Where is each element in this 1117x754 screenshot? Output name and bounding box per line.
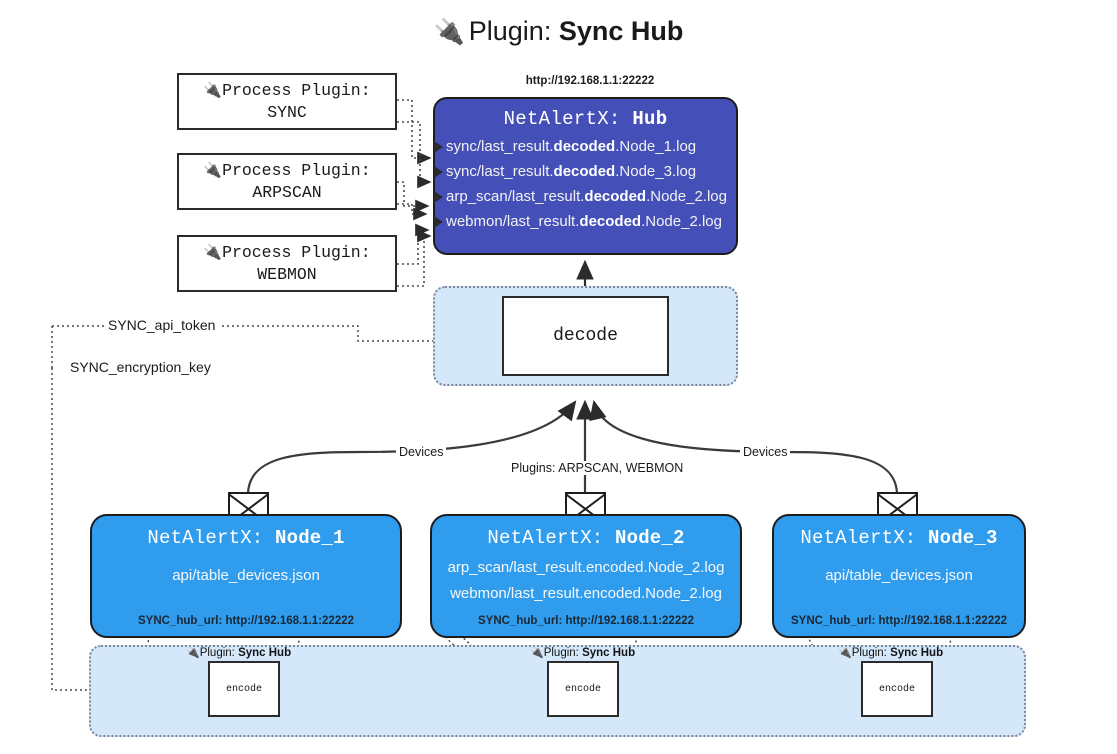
- plug-icon: 🔌: [203, 80, 223, 99]
- plug-icon: 🔌: [433, 18, 465, 46]
- process-plugin-label: Process Plugin:: [222, 160, 371, 180]
- encode-box-node-3[interactable]: encode: [861, 661, 933, 717]
- plug-icon: 🔌: [838, 647, 852, 659]
- node-line: arp_scan/last_result.encoded.Node_2.log: [447, 559, 725, 576]
- encode-box-node-2[interactable]: encode: [547, 661, 619, 717]
- node-footer: SYNC_hub_url: http://192.168.1.1:22222: [477, 615, 695, 627]
- triangle-marker-icon: [434, 166, 443, 178]
- plugin-tag-node-2: 🔌Plugin: Sync Hub: [530, 647, 636, 659]
- decode-box[interactable]: decode: [502, 296, 669, 376]
- hub-title: NetAlertX: Hub: [435, 108, 736, 130]
- plugin-tag-node-1: 🔌Plugin: Sync Hub: [186, 647, 292, 659]
- plug-icon: 🔌: [186, 647, 200, 659]
- process-plugin-sync[interactable]: 🔌Process Plugin: SYNC: [177, 73, 397, 130]
- node-title: NetAlertX: Node_3: [800, 527, 998, 549]
- node-title-name: Node_3: [928, 527, 998, 549]
- process-plugin-webmon[interactable]: 🔌Process Plugin: WEBMON: [177, 235, 397, 292]
- node-line: api/table_devices.json: [825, 567, 973, 584]
- node-footer: SYNC_hub_url: http://192.168.1.1:22222: [790, 615, 1008, 627]
- process-plugin-arpscan[interactable]: 🔌Process Plugin: ARPSCAN: [177, 153, 397, 210]
- plug-icon: 🔌: [203, 160, 223, 179]
- process-plugin-label: Process Plugin:: [222, 242, 371, 262]
- node-box-node-2[interactable]: NetAlertX: Node_2 arp_scan/last_result.e…: [430, 514, 742, 638]
- process-plugin-name: WEBMON: [257, 264, 317, 284]
- page-title-prefix: Plugin:: [468, 16, 559, 46]
- node-box-node-3[interactable]: NetAlertX: Node_3 api/table_devices.json…: [772, 514, 1026, 638]
- hub-url-label: http://192.168.1.1:22222: [525, 75, 655, 87]
- plug-icon: 🔌: [530, 647, 544, 659]
- edge-label-devices-right: Devices: [740, 445, 791, 459]
- node-box-node-1[interactable]: NetAlertX: Node_1 api/table_devices.json…: [90, 514, 402, 638]
- process-plugin-name: SYNC: [267, 102, 307, 122]
- node-line: webmon/last_result.encoded.Node_2.log: [450, 585, 722, 602]
- page-title-name: Sync Hub: [558, 16, 684, 46]
- node-title: NetAlertX: Node_2: [487, 527, 685, 549]
- encode-box-node-1[interactable]: encode: [208, 661, 280, 717]
- node-title-name: Node_2: [615, 527, 685, 549]
- hub-log-row: sync/last_result.decoded.Node_1.log: [434, 134, 736, 159]
- process-plugin-label: Process Plugin:: [222, 80, 371, 100]
- hub-log-row: sync/last_result.decoded.Node_3.log: [434, 159, 736, 184]
- edge-label-devices-left: Devices: [396, 445, 447, 459]
- hub-log-row: webmon/last_result.decoded.Node_2.log: [434, 209, 736, 234]
- plugin-tag-node-3: 🔌Plugin: Sync Hub: [838, 647, 944, 659]
- node-title: NetAlertX: Node_1: [147, 527, 345, 549]
- triangle-marker-icon: [434, 216, 443, 228]
- node-title-name: Node_1: [275, 527, 345, 549]
- sync-encryption-key-label: SYNC_encryption_key: [66, 359, 215, 375]
- hub-title-prefix: NetAlertX:: [503, 108, 633, 130]
- process-plugin-name: ARPSCAN: [252, 182, 322, 202]
- triangle-marker-icon: [434, 141, 443, 153]
- triangle-marker-icon: [434, 191, 443, 203]
- hub-log-row: arp_scan/last_result.decoded.Node_2.log: [434, 184, 736, 209]
- node-footer: SYNC_hub_url: http://192.168.1.1:22222: [137, 615, 355, 627]
- page-title: 🔌Plugin: Sync Hub: [0, 16, 1117, 47]
- plug-icon: 🔌: [203, 242, 223, 261]
- edge-label-plugins-center: Plugins: ARPSCAN, WEBMON: [508, 461, 687, 475]
- sync-api-token-label: SYNC_api_token: [104, 317, 220, 333]
- hub-title-name: Hub: [632, 108, 668, 130]
- hub-node[interactable]: NetAlertX: Hub sync/last_result.decoded.…: [433, 97, 738, 255]
- node-line: api/table_devices.json: [172, 567, 320, 584]
